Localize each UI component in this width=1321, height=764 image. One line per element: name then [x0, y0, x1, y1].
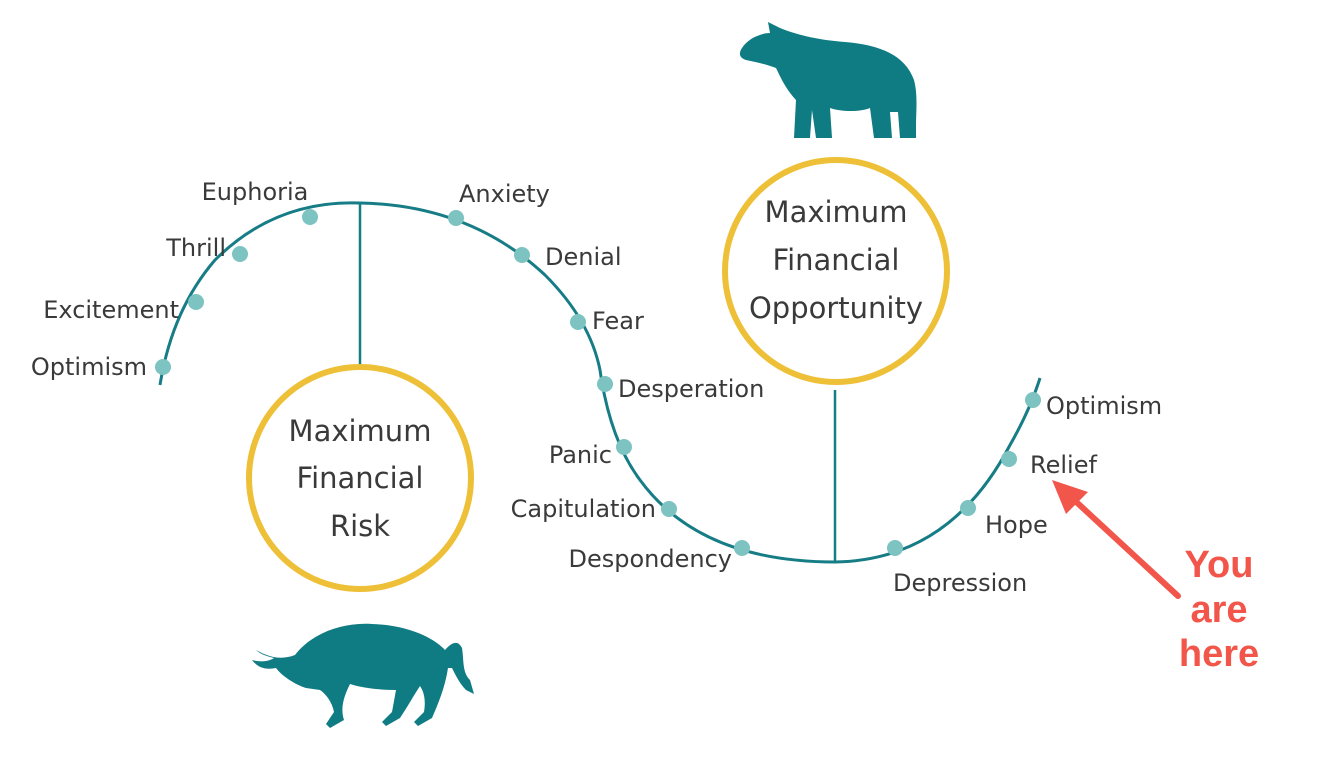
opportunity-line-1: Maximum: [765, 195, 908, 229]
risk-line-2: Financial: [297, 461, 424, 495]
stage-dot-thrill: [232, 246, 248, 262]
you-are-here-line-1: You: [1185, 544, 1254, 586]
stage-label-thrill: Thrill: [165, 234, 226, 262]
risk-line-1: Maximum: [289, 414, 432, 448]
stage-dot-excitement: [188, 294, 204, 310]
stage-label-optimism-start: Optimism: [31, 353, 147, 381]
stage-dot-fear: [570, 314, 586, 330]
stage-dot-panic: [616, 439, 632, 455]
stage-dot-desperation: [597, 376, 613, 392]
stage-dot-relief: [1001, 451, 1017, 467]
opportunity-line-3: Opportunity: [749, 291, 923, 325]
stage-label-depression: Depression: [893, 569, 1027, 597]
opportunity-line-2: Financial: [773, 243, 900, 277]
bear-icon: [739, 22, 917, 138]
you-are-here-line-2: are: [1190, 589, 1247, 631]
stage-dot-hope: [960, 500, 976, 516]
market-cycle-curve: [158, 201, 1042, 564]
stage-dot-optimism-end: [1025, 392, 1041, 408]
stage-dot-euphoria: [302, 209, 318, 225]
max-risk-circle: [246, 364, 474, 592]
you-are-here-arrow: [1052, 480, 1181, 599]
stage-dot-denial: [514, 247, 530, 263]
stage-label-anxiety: Anxiety: [459, 180, 550, 208]
stage-label-relief: Relief: [1030, 451, 1097, 479]
stage-label-denial: Denial: [545, 243, 622, 271]
stage-dot-despondency: [734, 540, 750, 556]
stage-label-fear: Fear: [592, 307, 644, 335]
stage-label-optimism-end: Optimism: [1046, 392, 1162, 420]
stage-label-euphoria: Euphoria: [202, 178, 309, 206]
stage-dot-capitulation: [661, 501, 677, 517]
max-opportunity-circle: [722, 157, 950, 385]
stage-label-excitement: Excitement: [43, 296, 179, 324]
risk-line-3: Risk: [330, 509, 390, 543]
stage-label-despondency: Despondency: [569, 545, 733, 573]
bull-icon: [252, 623, 474, 728]
stage-dot-optimism-start: [155, 359, 171, 375]
stage-label-panic: Panic: [549, 441, 612, 469]
stage-label-desperation: Desperation: [618, 375, 764, 403]
stage-dot-depression: [887, 540, 903, 556]
you-are-here-line-3: here: [1179, 633, 1259, 675]
stage-label-hope: Hope: [985, 511, 1048, 539]
stage-dot-anxiety: [448, 210, 464, 226]
stage-label-capitulation: Capitulation: [511, 495, 656, 523]
